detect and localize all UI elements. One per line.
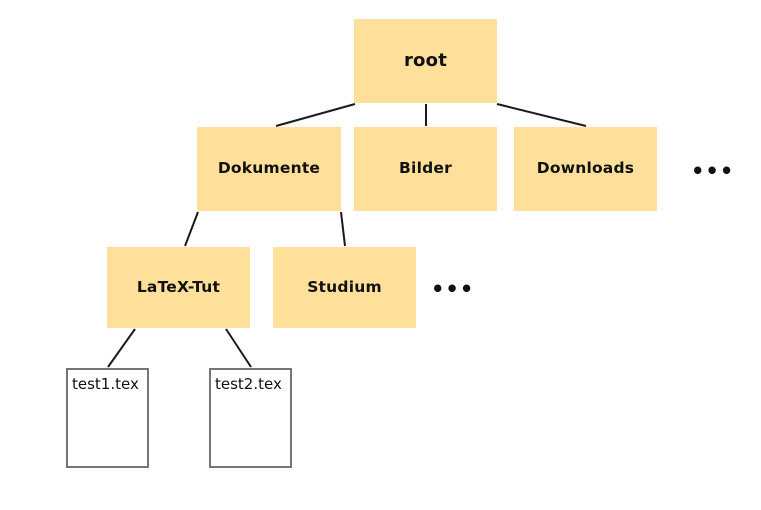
- edge-latex_tut-to-test1: [107, 328, 136, 368]
- edge-root-to-downloads: [496, 103, 587, 127]
- node-dokumente[interactable]: Dokumente: [197, 127, 341, 211]
- node-bilder[interactable]: Bilder: [354, 127, 497, 211]
- edge-dokumente-to-latex_tut: [184, 211, 199, 247]
- edge-root-to-dokumente: [275, 103, 356, 127]
- node-latex-tut[interactable]: LaTeX-Tut: [107, 247, 250, 328]
- edge-dokumente-to-studium: [340, 211, 346, 247]
- node-test2-tex-label: test2.tex: [215, 375, 282, 393]
- node-test2-tex[interactable]: test2.tex: [209, 368, 292, 468]
- node-dokumente-label: Dokumente: [217, 159, 321, 178]
- edge-latex_tut-to-test2: [225, 328, 252, 368]
- node-downloads[interactable]: Downloads: [514, 127, 657, 211]
- ellipsis-row2: •••: [691, 159, 735, 183]
- node-test1-tex-label: test1.tex: [72, 375, 139, 393]
- node-studium-label: Studium: [307, 277, 382, 296]
- node-studium[interactable]: Studium: [273, 247, 416, 328]
- node-bilder-label: Bilder: [399, 159, 452, 178]
- node-root-label: root: [403, 50, 447, 71]
- node-latex-tut-label: LaTeX-Tut: [136, 277, 221, 296]
- node-root[interactable]: root: [354, 19, 497, 103]
- ellipsis-row3: •••: [431, 277, 475, 301]
- node-downloads-label: Downloads: [536, 159, 635, 178]
- node-test1-tex[interactable]: test1.tex: [66, 368, 149, 468]
